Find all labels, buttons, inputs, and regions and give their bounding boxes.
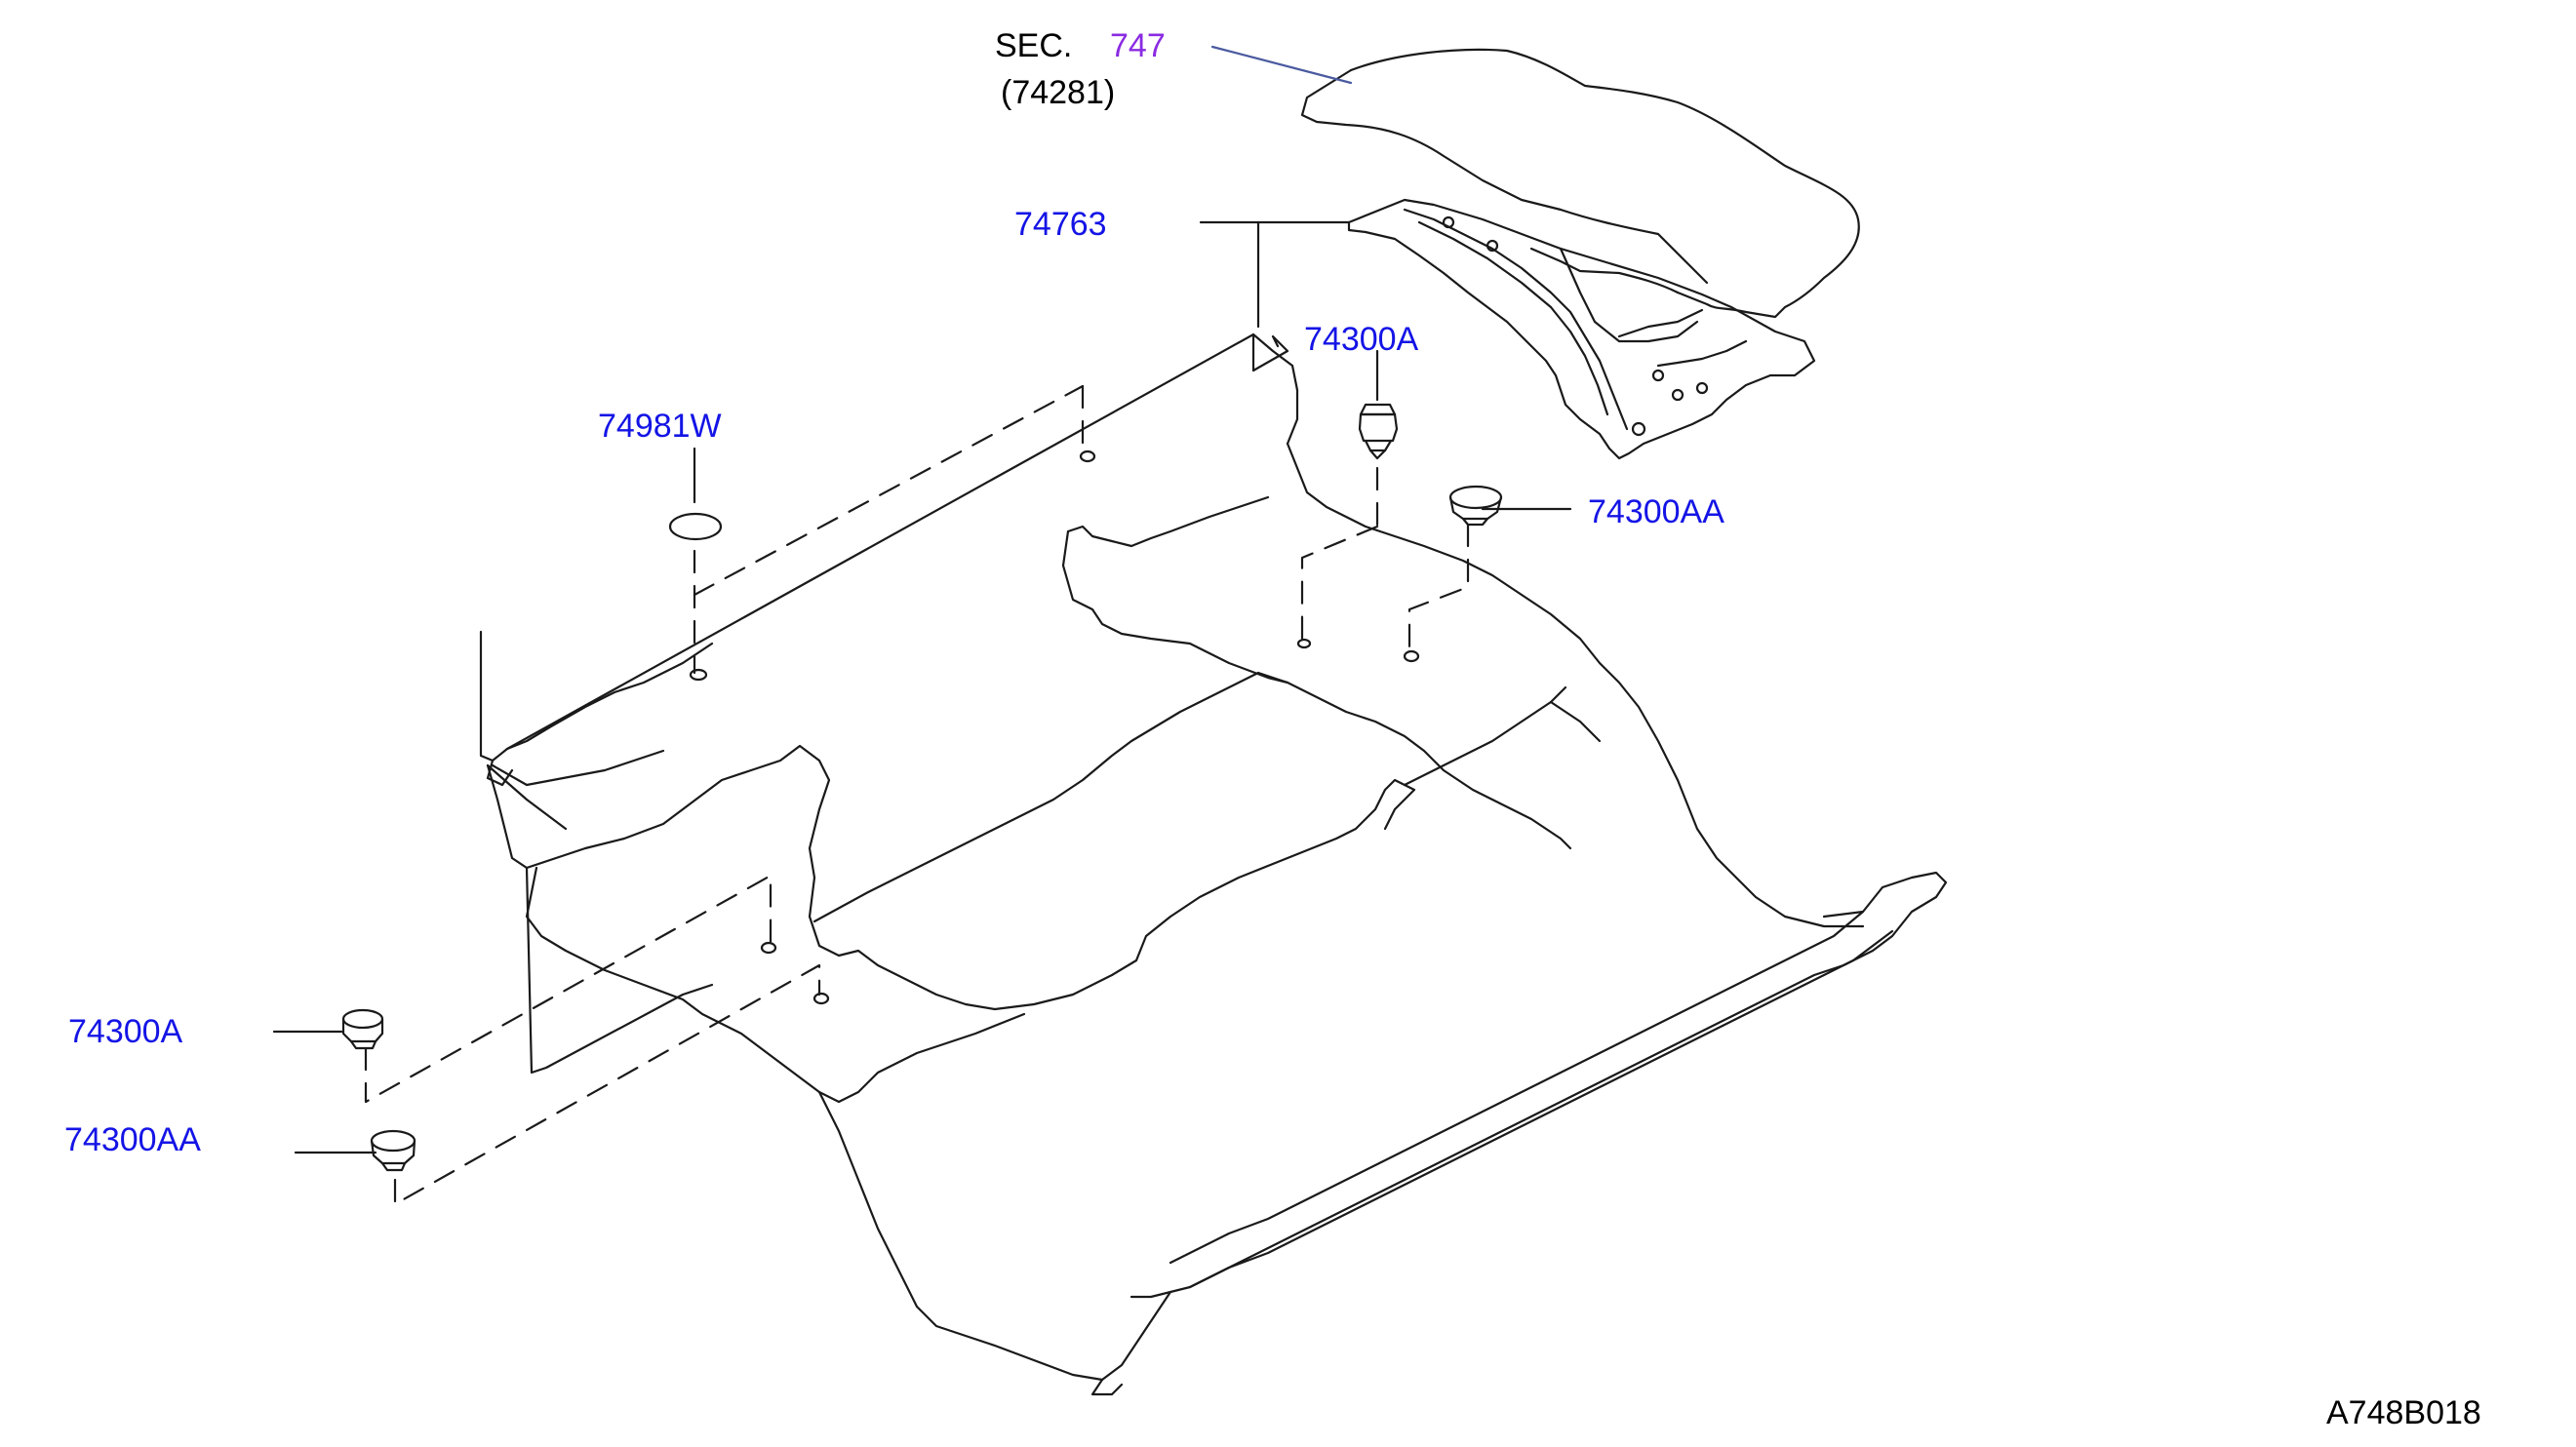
- callout-74300a-bottom[interactable]: 74300A: [68, 1013, 183, 1050]
- section-ref-link[interactable]: 747: [1110, 27, 1166, 64]
- callout-74300aa-bottom[interactable]: 74300AA: [64, 1121, 201, 1158]
- callout-74300aa-top[interactable]: 74300AA: [1588, 493, 1724, 530]
- section-ref-prefix: SEC.: [995, 27, 1073, 64]
- grommet-74981w-icon[interactable]: [668, 512, 723, 541]
- figure-code: A748B018: [2326, 1394, 2481, 1431]
- rear-floor-carpet[interactable]: [479, 332, 1948, 1396]
- center-bracket[interactable]: [1347, 198, 1816, 460]
- mounting-holes: [689, 450, 1420, 1005]
- callout-74300a-top[interactable]: 74300A: [1304, 321, 1419, 358]
- mounting-dashed-lines: [364, 384, 1470, 1206]
- callout-74763[interactable]: 74763: [1014, 206, 1107, 243]
- sec-leader-line: [1210, 45, 1353, 85]
- upper-floor-mat[interactable]: [1300, 48, 1860, 319]
- clip-74300aa-bottom-icon[interactable]: [370, 1129, 416, 1172]
- clip-74300a-top-icon[interactable]: [1358, 403, 1399, 460]
- section-ref-subcode: (74281): [1001, 74, 1116, 111]
- callout-74981w[interactable]: 74981W: [598, 408, 722, 445]
- clip-74300aa-top-icon[interactable]: [1448, 485, 1503, 527]
- clip-74300a-bottom-icon[interactable]: [341, 1008, 384, 1050]
